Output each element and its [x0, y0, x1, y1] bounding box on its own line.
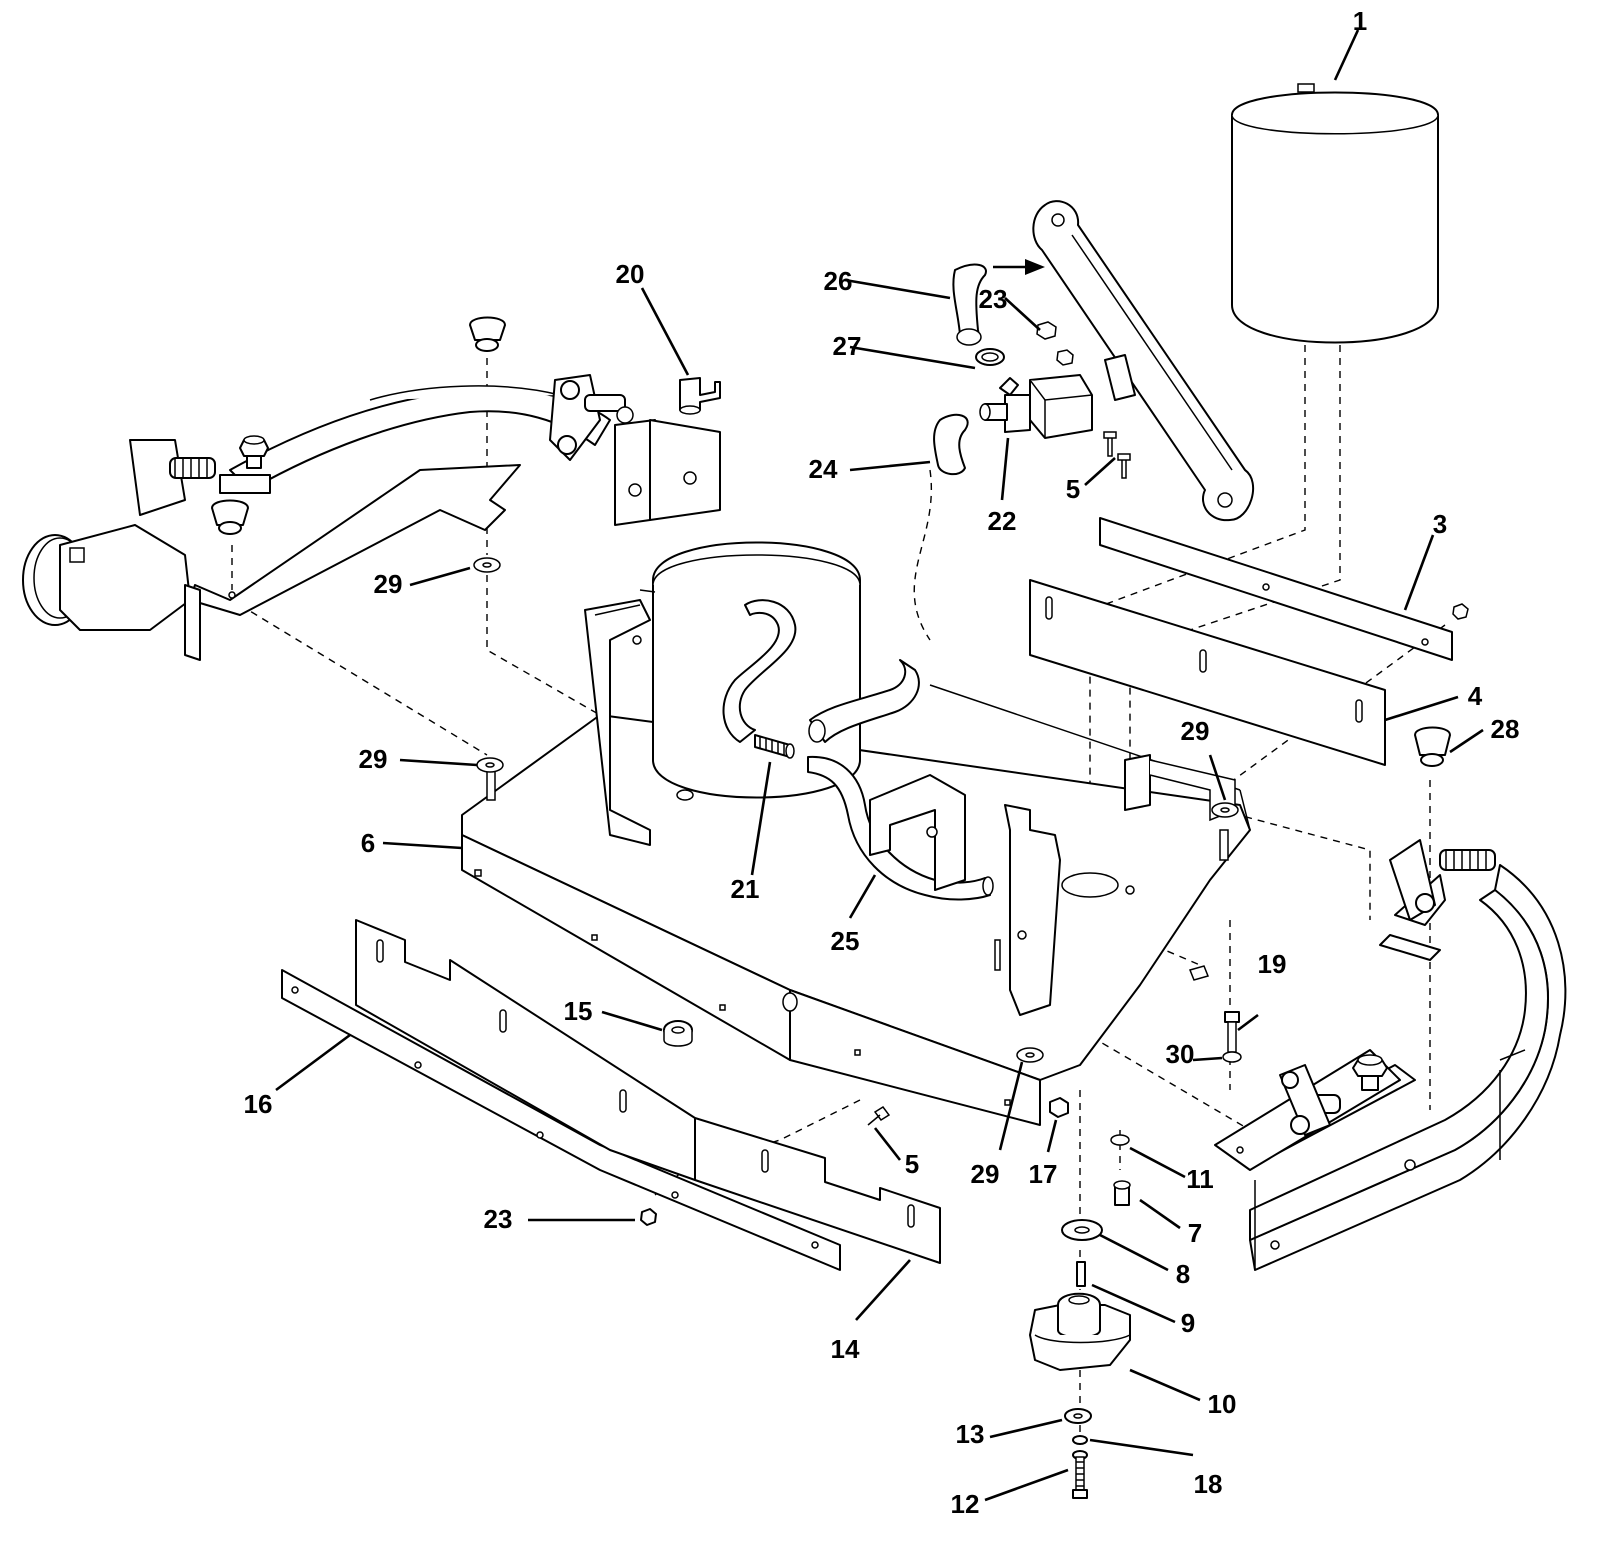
callout-29-a: 29 [374, 569, 403, 599]
callout-29-b: 29 [359, 744, 388, 774]
callout-15: 15 [564, 996, 593, 1026]
screw-5-top [1103, 431, 1131, 479]
right-bumper-assembly [1214, 839, 1567, 1271]
hinge-bracket [1124, 754, 1236, 822]
callout-3: 3 [1433, 509, 1447, 539]
callout-6: 6 [361, 828, 375, 858]
hose-inside-tank [722, 599, 797, 743]
callout-8: 8 [1176, 1259, 1190, 1289]
callout-29-d: 29 [971, 1159, 1000, 1189]
knob-left-1-icon [469, 316, 506, 352]
washer-29-icon-2 [476, 757, 504, 773]
lockwasher-18-icon [1072, 1435, 1088, 1445]
clamp-27 [975, 348, 1005, 366]
callout-20: 20 [616, 259, 645, 289]
callout-11: 11 [1186, 1164, 1214, 1194]
nut-23-top [1036, 321, 1074, 366]
knob-28-icon [1414, 726, 1451, 767]
callout-30: 30 [1166, 1039, 1195, 1069]
elbow-fitting-20 [679, 377, 721, 415]
spacer-8-icon [1061, 1219, 1103, 1241]
nut-17-icon [1049, 1097, 1069, 1118]
arrow-icon [993, 259, 1045, 275]
washer-11-icon [1110, 1134, 1130, 1146]
washer-29-icon-3 [1211, 802, 1239, 818]
left-caster-assembly [22, 316, 721, 661]
hose-24 [933, 413, 969, 476]
key-9-icon [1076, 1261, 1086, 1287]
knob-10-icon [1029, 1292, 1131, 1371]
callout-9: 9 [1181, 1308, 1195, 1338]
tank-cylinder [1231, 83, 1439, 344]
callout-23-bottom: 23 [484, 1204, 513, 1234]
washer-29-icon-1 [473, 557, 501, 573]
callout-labels: 1 3 4 5 5 6 7 8 9 10 11 12 13 14 15 16 1… [244, 6, 1520, 1519]
callout-29-c: 29 [1181, 716, 1210, 746]
blade-top-4 [1029, 579, 1386, 766]
knob-left-2-icon [211, 499, 249, 535]
caster-wheel-icon [22, 524, 191, 631]
u-bracket [869, 774, 966, 891]
callout-23-top: 23 [979, 284, 1008, 314]
valve-22 [979, 354, 1136, 439]
fitting-21 [754, 734, 795, 759]
callout-28: 28 [1491, 714, 1520, 744]
washer-13-icon [1064, 1408, 1092, 1424]
callout-18: 18 [1194, 1469, 1223, 1499]
nut-23-icon [640, 1191, 679, 1226]
strap-top-3 [1099, 517, 1453, 661]
hose-26 [952, 263, 987, 346]
knob-right-icon [1352, 1054, 1388, 1091]
hose-25 [807, 755, 994, 901]
callout-16: 16 [244, 1089, 273, 1119]
callout-25: 25 [831, 926, 860, 956]
nut-15-icon [663, 1020, 693, 1047]
bolt-5-icon [867, 1105, 891, 1126]
bolt-19-icon [1224, 1011, 1240, 1053]
nut-icon [1452, 603, 1469, 620]
callout-14: 14 [831, 1334, 860, 1364]
bracket-left-upright [584, 599, 651, 846]
callout-13: 13 [956, 1419, 985, 1449]
callout-24: 24 [809, 454, 838, 484]
deck-plate-6 [461, 684, 1251, 1126]
leader-lines [275, 29, 1484, 1502]
bolt-12-icon [1072, 1450, 1088, 1499]
washer-29-icon-4 [1016, 1047, 1044, 1063]
washer-30-icon [1222, 1051, 1242, 1063]
callout-5-bottom: 5 [905, 1149, 919, 1179]
callout-5-top: 5 [1066, 474, 1080, 504]
callout-19: 19 [1258, 949, 1287, 979]
callout-7: 7 [1188, 1218, 1202, 1248]
callout-17: 17 [1029, 1159, 1058, 1189]
callout-12: 12 [951, 1489, 980, 1519]
knob-icon [239, 435, 269, 469]
hose-upper-right [808, 659, 920, 743]
tie-rod-link [1032, 200, 1255, 522]
blade-front-14 [355, 919, 941, 1264]
callout-26: 26 [824, 266, 853, 296]
callout-21: 21 [731, 874, 760, 904]
callout-10: 10 [1208, 1389, 1237, 1419]
bolt-7-icon [1113, 1180, 1131, 1206]
callout-1: 1 [1353, 6, 1367, 36]
callout-22: 22 [988, 506, 1017, 536]
callout-4: 4 [1468, 681, 1483, 711]
bracket-right-upright [994, 804, 1061, 1016]
callout-27: 27 [833, 331, 862, 361]
